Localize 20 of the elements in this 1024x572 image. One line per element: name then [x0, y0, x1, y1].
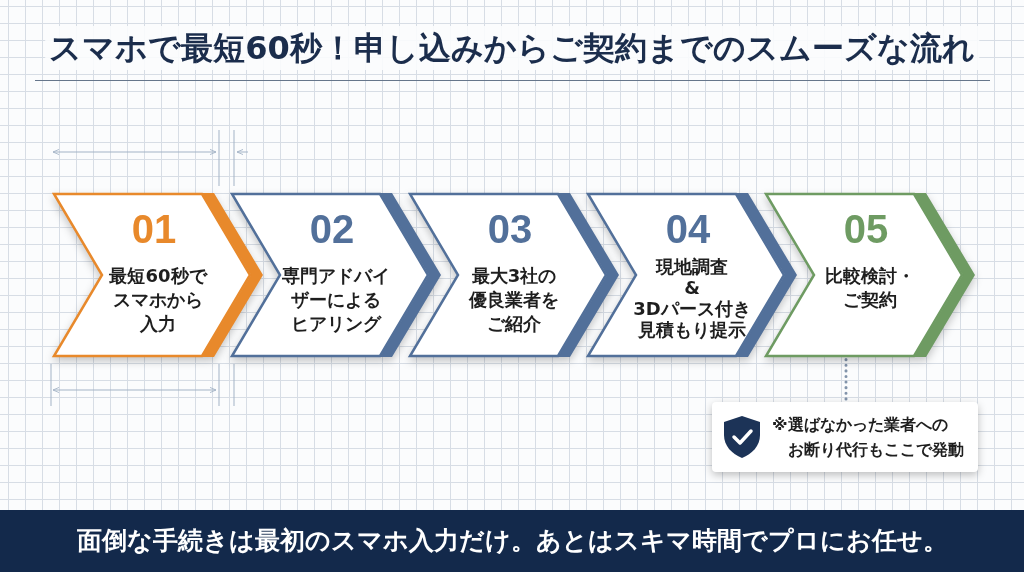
step-number: 02 [309, 209, 355, 249]
dotted-connector [844, 358, 848, 402]
step-number: 03 [487, 209, 533, 249]
title: スマホで最短60秒！申し込みからご契約までのスムーズな流れ [45, 26, 979, 70]
step-text: 現地調査&3Dパース付き見積もり提示 [633, 256, 751, 340]
step-text: 最大3社の優良業者をご紹介 [469, 264, 559, 336]
note-card [712, 402, 978, 472]
step-number: 04 [665, 209, 711, 249]
step-number: 05 [843, 209, 889, 249]
step-text: 最短60秒でスマホから入力 [109, 264, 207, 336]
chevron-step [408, 192, 620, 358]
step-text: 専門アドバイザーによるヒアリング [282, 264, 390, 336]
note-text: ※選ばなかった業者へのお断り代行もここで発動 [772, 414, 964, 461]
chevron-step [52, 192, 264, 358]
step-text: 比較検討・ご契約 [825, 264, 915, 312]
chevron-step [230, 192, 442, 358]
caption: 面倒な手続きは最初のスマホ入力だけ。あとはスキマ時間でプロにお任せ。 [76, 525, 948, 557]
chevron-step [764, 192, 976, 358]
step-number: 01 [131, 209, 177, 249]
chevron-step [586, 192, 798, 358]
